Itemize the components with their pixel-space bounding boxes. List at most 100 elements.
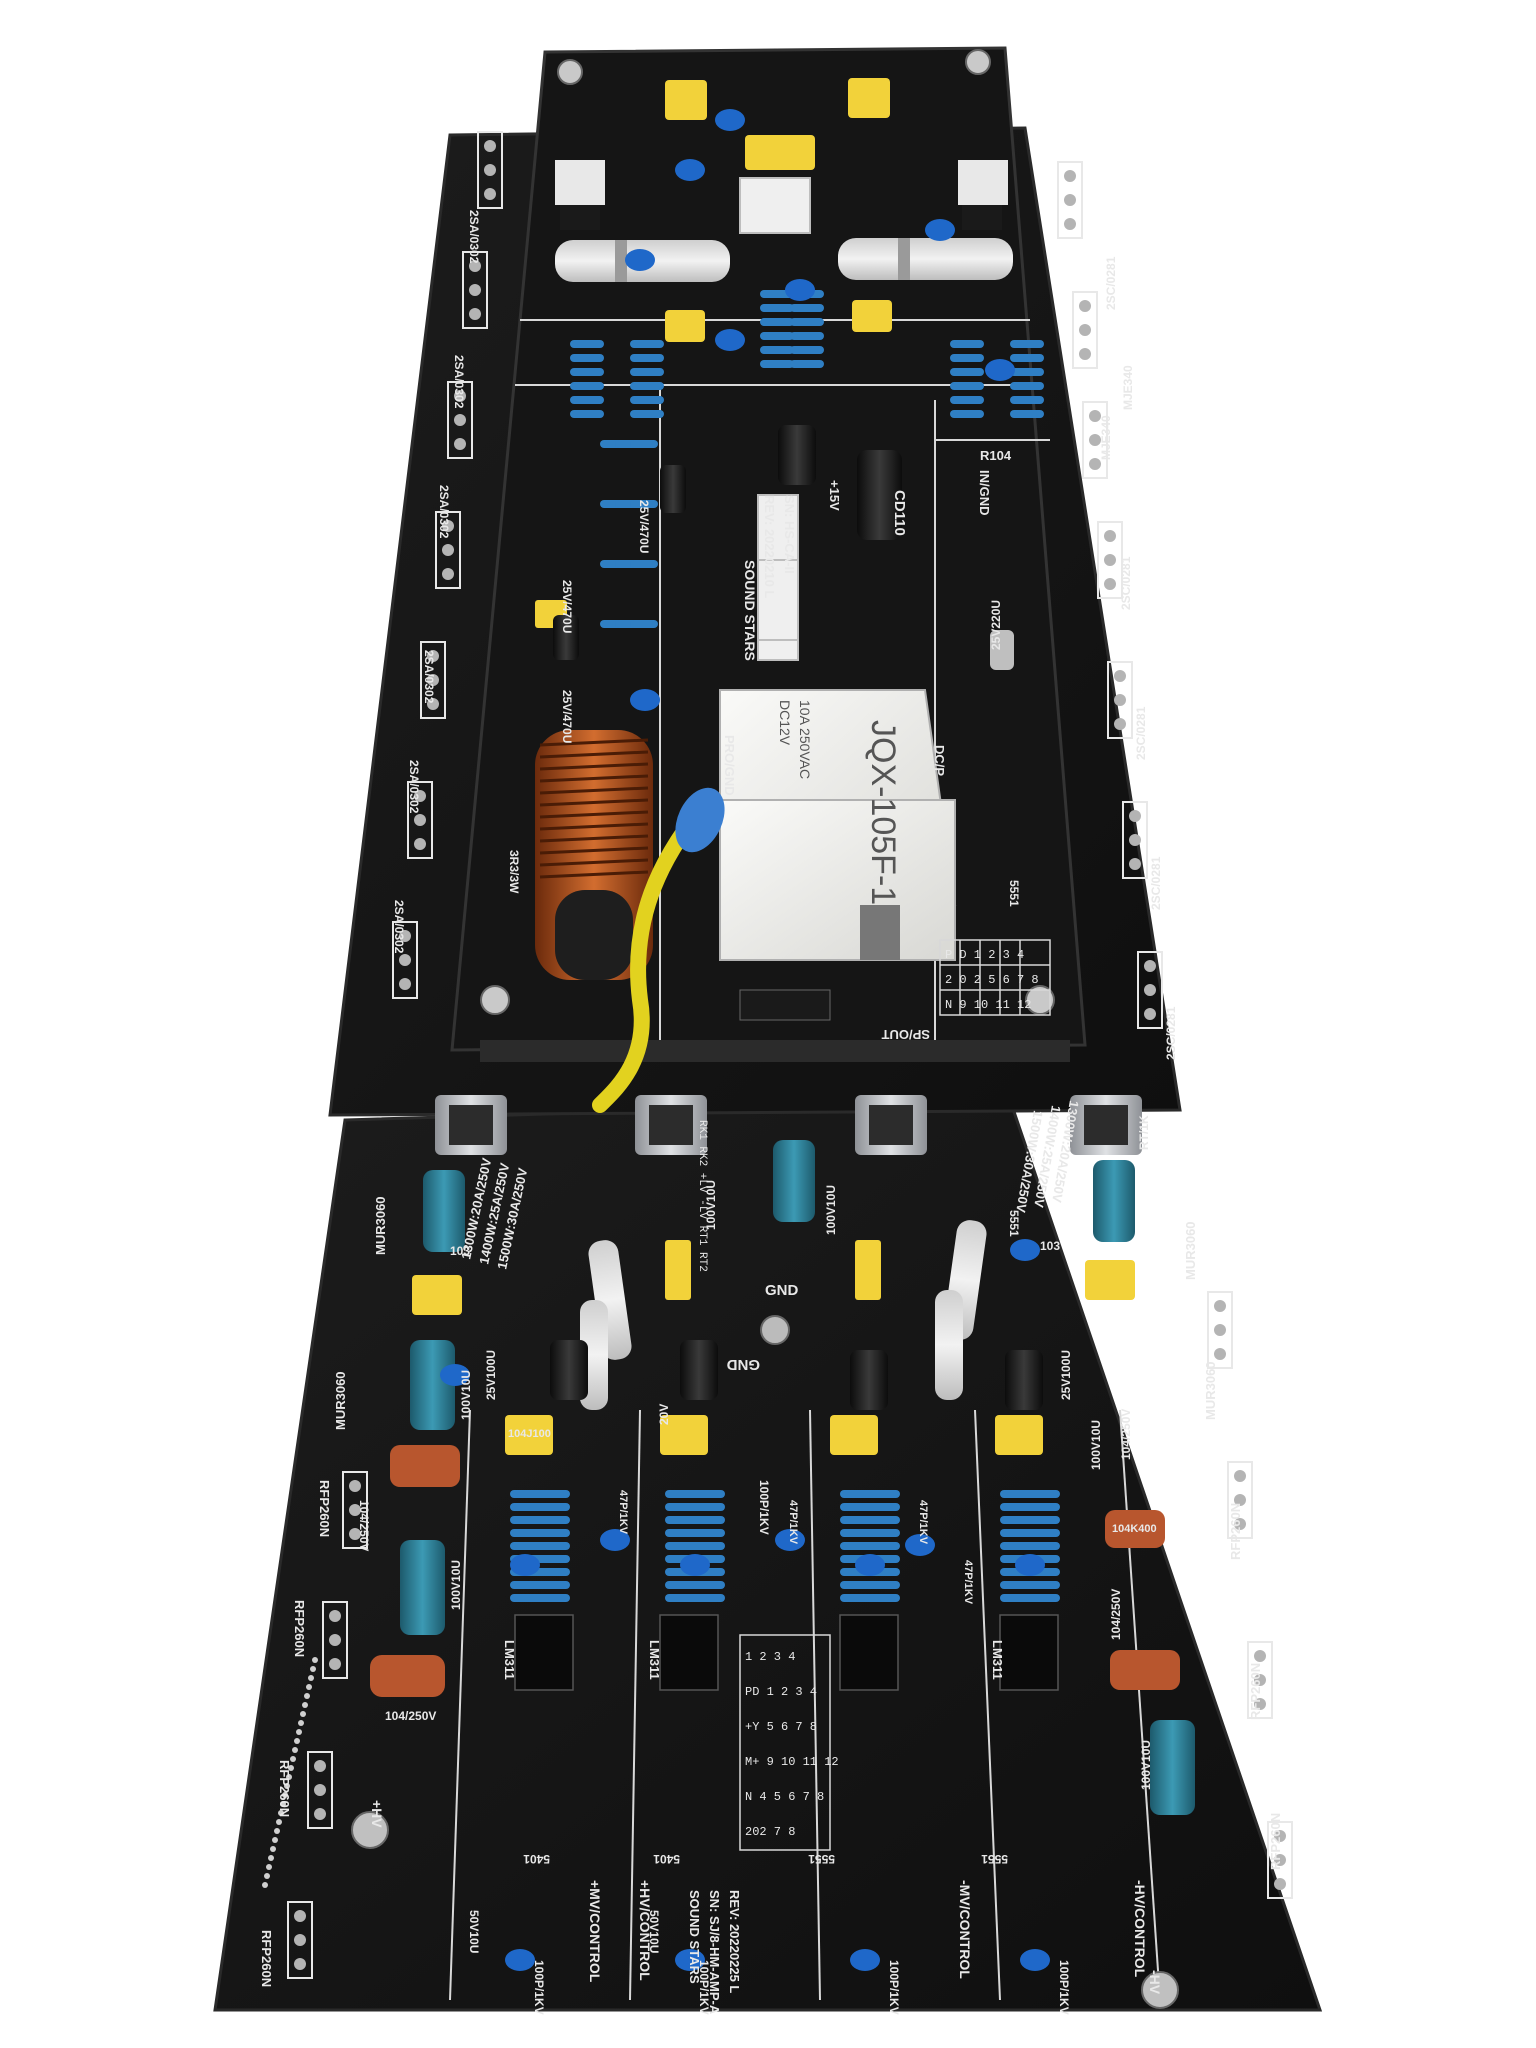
terminal-outline <box>1107 661 1133 739</box>
coil-turn <box>539 858 649 867</box>
ceramic-cap <box>715 109 745 131</box>
yellow-wire <box>592 802 708 1113</box>
silk-47p-2: 47P/1KV <box>787 1500 799 1545</box>
resistor <box>510 1516 570 1524</box>
relay-spec-1: 10A 250VAC <box>797 700 813 779</box>
terminal-pad <box>1214 1324 1226 1336</box>
terminal-outline <box>407 781 433 859</box>
terminal-block <box>420 641 446 719</box>
terminal-block <box>1247 1641 1273 1719</box>
terminal-pad <box>454 390 466 402</box>
silk-sa-4: 2SA/0302 <box>422 650 436 704</box>
terminal-pad <box>1129 810 1141 822</box>
silk-inductor-res: 3R3/3W <box>507 850 521 894</box>
resistor <box>510 1542 570 1550</box>
ceramic-cap <box>850 1949 880 1971</box>
silk-5551-1: 5551 <box>1007 880 1021 907</box>
terminal-pad <box>1274 1878 1286 1890</box>
silk-hv-minus: -HV <box>1147 1970 1163 1995</box>
mounting-screws <box>480 49 1055 1015</box>
resistor <box>790 360 824 368</box>
resistor <box>760 318 794 326</box>
resistor-bank-top <box>570 290 1044 628</box>
silk-sn-bottom: SN: SJ/8-HM-AMP-A <box>707 1890 722 2015</box>
relay-spec-2: DC12V <box>777 700 793 746</box>
terminal-pad <box>1114 694 1126 706</box>
terminal-pad <box>329 1634 341 1646</box>
terminal-outline <box>392 921 418 999</box>
silk-25v470u-2: 25V/470U <box>560 690 574 743</box>
terminal-pad <box>294 1934 306 1946</box>
via-dot <box>306 1684 312 1690</box>
silk-100v10u-mid2: 100V10U <box>824 1185 838 1235</box>
bottom-board-lines <box>449 1409 1161 2001</box>
terminal-pad <box>454 414 466 426</box>
silk-rfp-6: RFP260N <box>1248 1663 1263 1720</box>
terminal-pad <box>294 1958 306 1970</box>
silk-100p-4: 100P/1KV <box>1057 1960 1071 2015</box>
silk-rev-top: REV: 20220210 L <box>762 495 777 598</box>
coil-turn <box>539 750 649 759</box>
silk-sp-out: SP/OUT <box>882 1027 930 1042</box>
resistor <box>1000 1581 1060 1589</box>
silk-mur-1: MUR3060 <box>373 1196 388 1255</box>
terminal-pad <box>1089 434 1101 446</box>
terminal-block <box>1207 1291 1233 1369</box>
resistor <box>1000 1503 1060 1511</box>
terminal-pad <box>469 284 481 296</box>
terminal-pad <box>1079 348 1091 360</box>
resistor <box>510 1581 570 1589</box>
terminal-pad <box>329 1658 341 1670</box>
resistor <box>840 1503 900 1511</box>
silk-sa-6: 2SA/0302 <box>392 900 406 954</box>
silk-cd110: CD110 <box>891 490 908 536</box>
silk-100v10u-r2: 100V10U <box>1139 1740 1153 1790</box>
silk-mv-ctrl-plus: +MV/CONTROL <box>587 1880 603 1983</box>
terminal-block <box>1097 521 1123 599</box>
resistor <box>630 410 664 418</box>
connectors-top <box>739 177 811 661</box>
terminal-block <box>287 1901 313 1979</box>
resistor <box>570 396 604 404</box>
ceramic-cap <box>675 159 705 181</box>
ceramic-cap <box>905 1534 935 1556</box>
coil-turn <box>539 846 649 855</box>
coil-turn <box>539 810 649 819</box>
resistor <box>1000 1490 1060 1498</box>
terminal-pad <box>1144 1008 1156 1020</box>
silk-100v10u-r: 100V10U <box>1089 1420 1103 1470</box>
via-dot <box>298 1720 304 1726</box>
terminal-pad <box>1064 194 1076 206</box>
resistor <box>630 440 658 448</box>
resistor <box>1010 354 1044 362</box>
silk-grid-top-3: N 9 10 11 12 <box>945 998 1031 1012</box>
silk-104-250-r: 104/250V <box>1119 1409 1133 1460</box>
ceramic-cap <box>715 329 745 351</box>
silk-25v220u: 25V220U <box>989 600 1003 650</box>
regulator-left <box>555 160 605 230</box>
terminal-block <box>322 1601 348 1679</box>
terminal-block <box>1082 401 1108 479</box>
silk-grid-bot-6: 202 7 8 <box>745 1825 795 1839</box>
silk-dc-p: DC/P <box>932 745 947 776</box>
terminal-pad <box>469 308 481 320</box>
terminal-pad <box>314 1808 326 1820</box>
terminal-pad <box>1129 858 1141 870</box>
silk-104-250-r2: 104/250V <box>1109 1589 1123 1640</box>
ceramic-cap <box>1015 1554 1045 1576</box>
resistor <box>630 340 664 348</box>
silk-mur-3: MUR3060 <box>1183 1221 1198 1280</box>
blue-ceramic-caps <box>440 109 1050 1971</box>
terminal-outline <box>1082 401 1108 479</box>
silk-sc-1: 2SC/0281 <box>1119 556 1133 610</box>
silk-grid-bot-1: 1 2 3 4 <box>745 1650 795 1664</box>
via-dot <box>264 1873 270 1879</box>
ceramic-cap <box>985 359 1015 381</box>
terminal-pad <box>1114 718 1126 730</box>
terminal-pad <box>1144 984 1156 996</box>
terminal-pad <box>414 814 426 826</box>
silk-sa-5: 2SA/0302 <box>407 760 421 814</box>
coil-turn <box>539 870 649 879</box>
resistor <box>510 1529 570 1537</box>
